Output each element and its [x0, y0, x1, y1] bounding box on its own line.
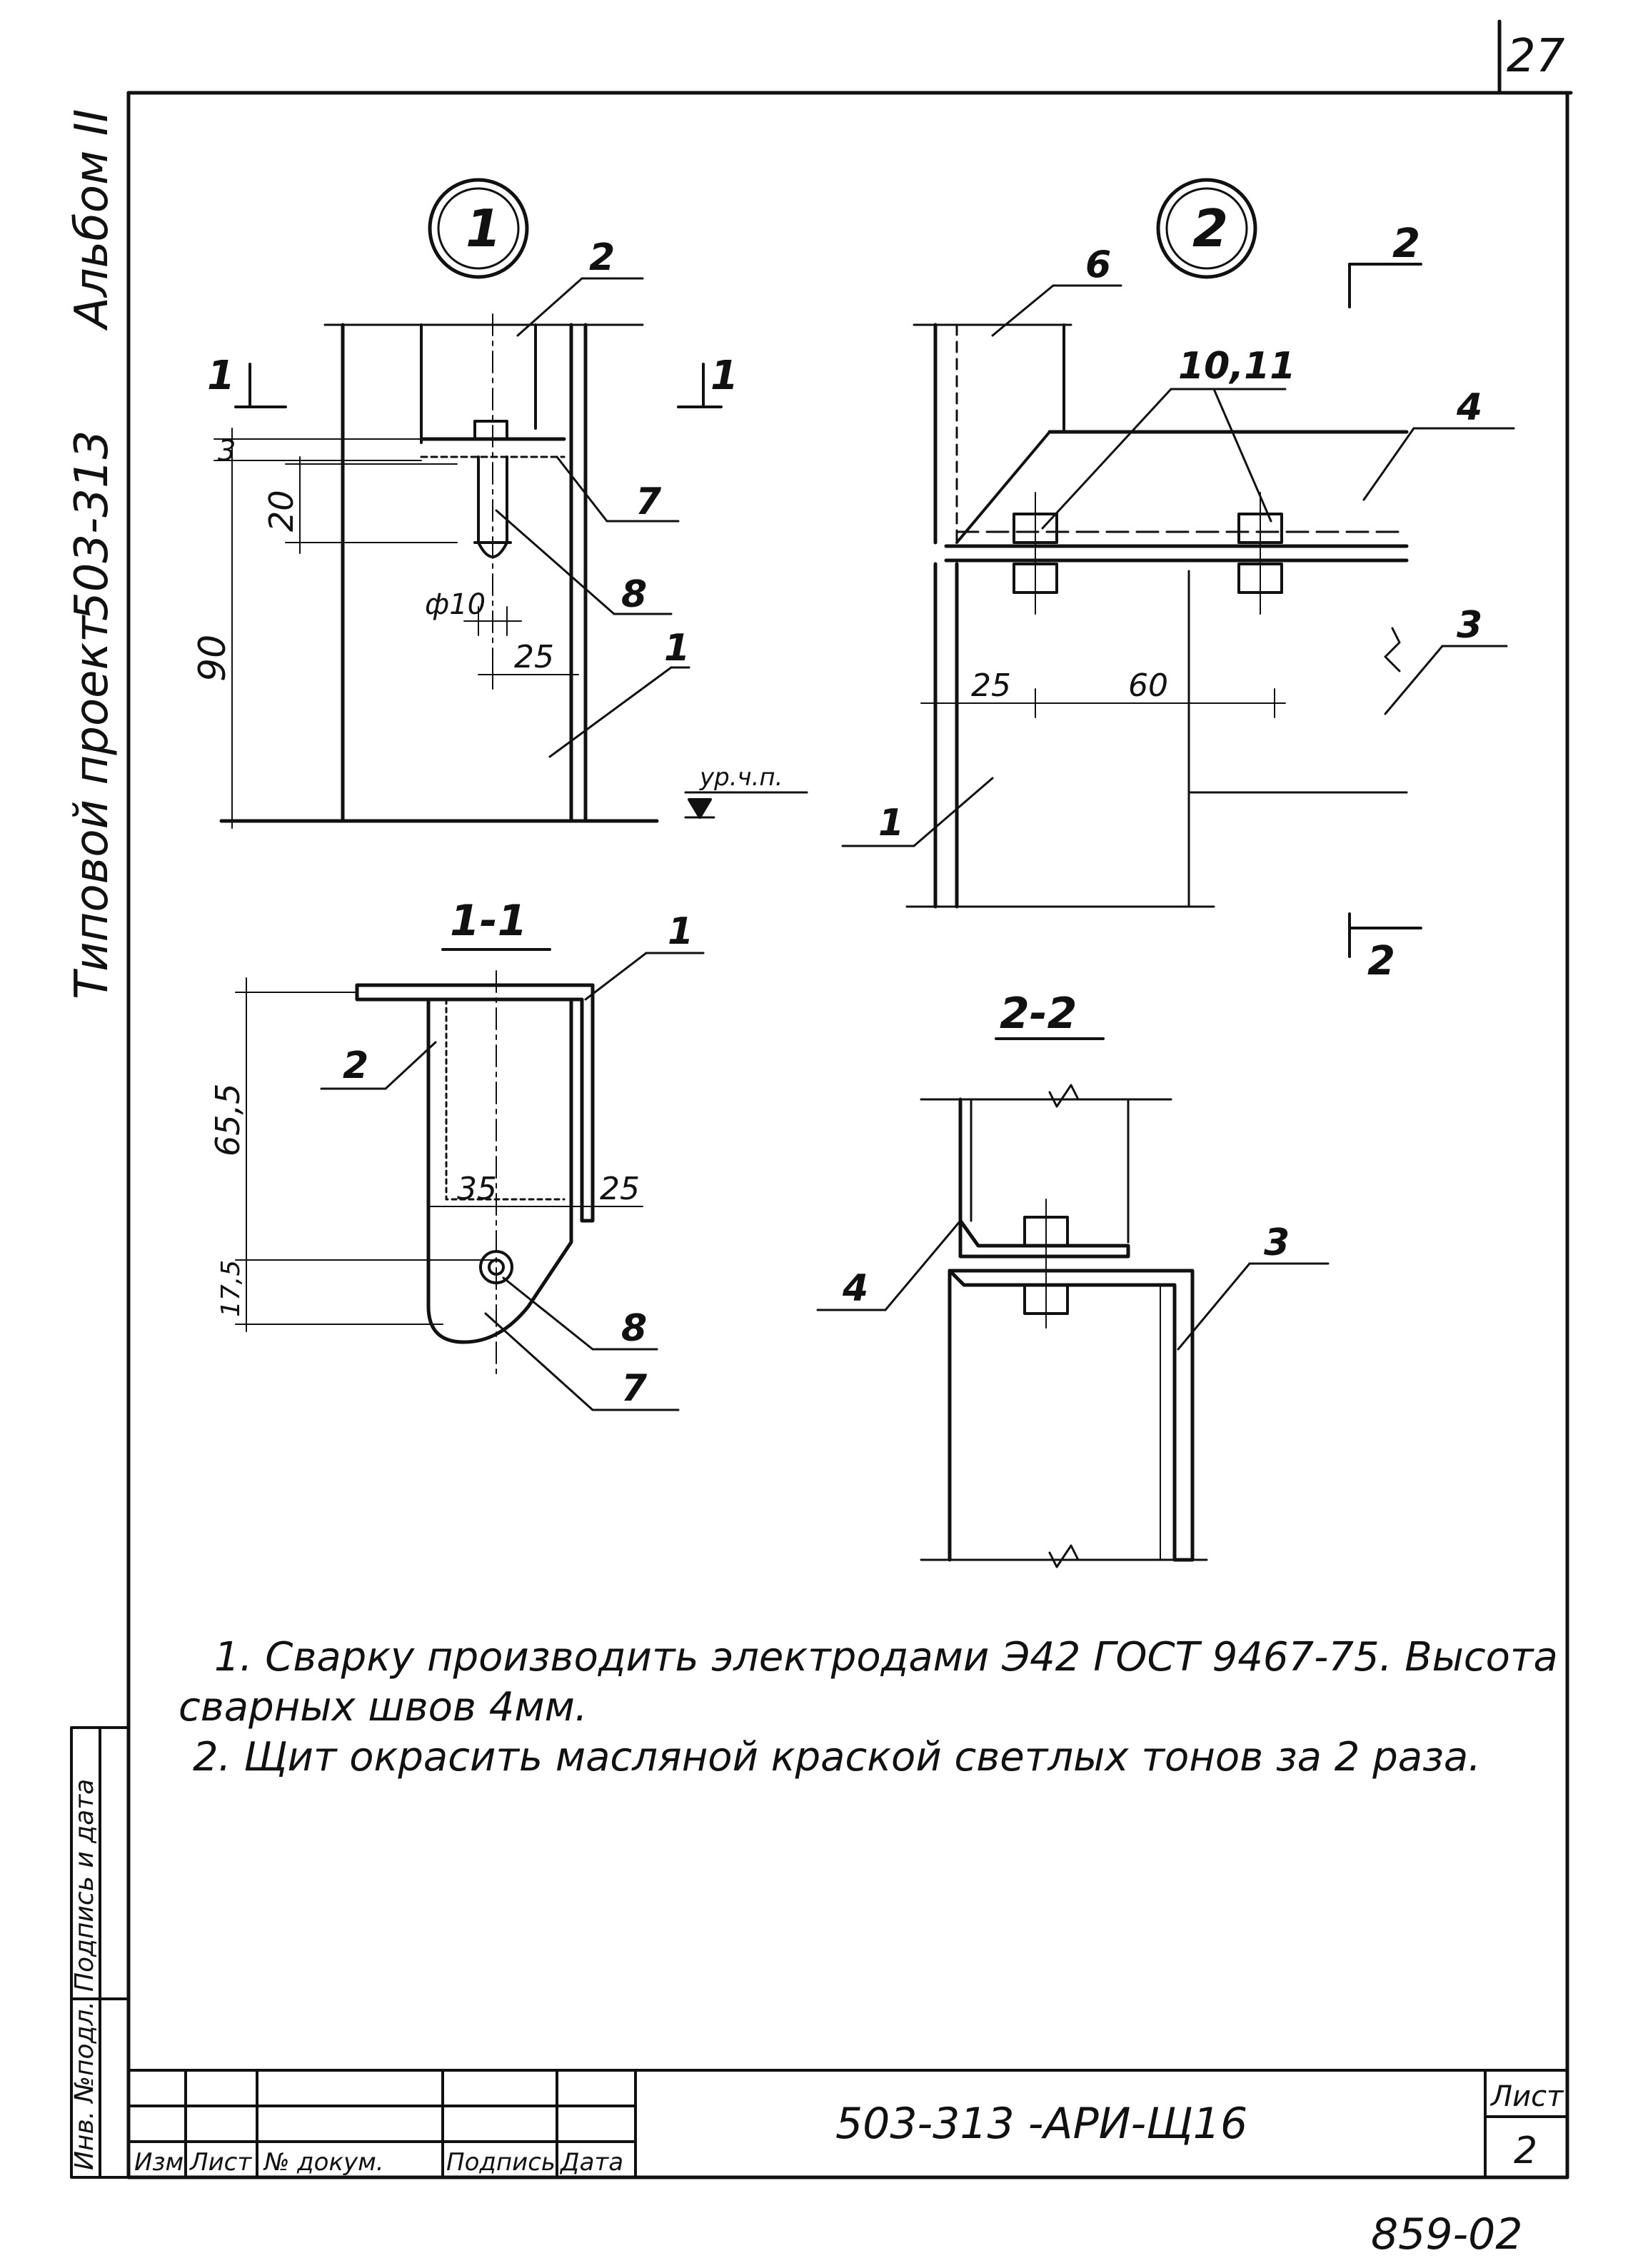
- s11-dim-65-5: 65,5: [208, 1084, 247, 1156]
- s22-callout-4: 4: [842, 1267, 868, 1310]
- n2-callout-1: 1: [878, 802, 904, 845]
- n2-dim-60: 60: [1128, 667, 1168, 704]
- s11-dim-35: 35: [457, 1171, 497, 1207]
- s11-callout-7: 7: [621, 1367, 648, 1410]
- n2-callout-6: 6: [1085, 243, 1111, 286]
- n1-dim-25: 25: [514, 639, 554, 675]
- section-1-1-drawing: [235, 948, 705, 1411]
- page-number: 27: [1507, 30, 1565, 83]
- level-mark: ур.ч.п.: [699, 763, 783, 792]
- s11-dim-25: 25: [600, 1171, 640, 1207]
- s11-dim-17-5: 17,5: [216, 1260, 246, 1317]
- n1-callout-1: 1: [664, 627, 690, 670]
- node-2-label: 2: [1192, 198, 1228, 258]
- section-2-2-title: 2-2: [1000, 989, 1077, 1039]
- n1-callout-7: 7: [635, 480, 662, 523]
- note-line-2: сварных швов 4мм.: [179, 1684, 588, 1730]
- cut2-top-mark: 2: [1392, 221, 1420, 267]
- s11-callout-8: 8: [621, 1307, 647, 1350]
- n2-callout-3: 3: [1457, 604, 1482, 647]
- tb-sheet-label: Лист: [1489, 2080, 1564, 2113]
- sheet-frame: [126, 19, 1573, 2179]
- n2-callout-10-11: 10,11: [1178, 345, 1295, 388]
- tb-designation: 503-313 -АРИ-Щ16: [835, 2099, 1247, 2149]
- side-stamp-sign: Подпись и дата: [70, 1779, 99, 1992]
- n1-dim-3: 3: [218, 435, 236, 468]
- s11-callout-2: 2: [343, 1044, 368, 1087]
- s22-callout-3: 3: [1264, 1221, 1290, 1264]
- n1-dim-d10: ф10: [425, 588, 486, 621]
- n1-dim-90: 90: [191, 635, 234, 682]
- section-1-1-title: 1-1: [450, 896, 527, 946]
- cut2-bottom-mark: 2: [1367, 938, 1395, 984]
- project-code-vertical: 503-313: [66, 430, 119, 621]
- album-label: Альбом II: [66, 109, 119, 331]
- n1-callout-2: 2: [589, 236, 615, 279]
- node-1-label: 1: [466, 198, 501, 258]
- title-block-lines: [127, 2069, 1569, 2179]
- tb-sheet-number: 2: [1514, 2130, 1537, 2172]
- tb-col-sign: Подпись: [446, 2148, 556, 2177]
- n2-callout-4: 4: [1456, 386, 1482, 429]
- side-stamp-boxes: [70, 1726, 130, 2179]
- n1-callout-8: 8: [621, 573, 647, 616]
- s11-callout-1: 1: [668, 910, 693, 953]
- tb-col-izm: Изм: [134, 2148, 184, 2177]
- n2-dim-25: 25: [971, 667, 1011, 704]
- cut1-right-mark: 1: [710, 353, 738, 399]
- node-2-drawing: [841, 178, 1515, 958]
- project-label: Типовой проект: [66, 615, 119, 999]
- archive-number: 859-02: [1371, 2209, 1523, 2259]
- note-line-1: 1. Сварку производить электродами Э42 ГО…: [214, 1634, 1558, 1680]
- side-stamp-inv: Инв. №подл.: [70, 2001, 99, 2170]
- cut1-left-mark: 1: [207, 353, 235, 399]
- tb-col-doc: № докум.: [263, 2148, 384, 2177]
- section-2-2-drawing: [816, 1037, 1330, 1568]
- note-line-3: 2. Щит окрасить масляной краской светлых…: [193, 1734, 1481, 1780]
- tb-col-date: Дата: [559, 2148, 623, 2177]
- tb-col-list: Лист: [189, 2148, 252, 2177]
- n1-dim-20: 20: [262, 490, 301, 532]
- node-1-drawing: [213, 178, 808, 829]
